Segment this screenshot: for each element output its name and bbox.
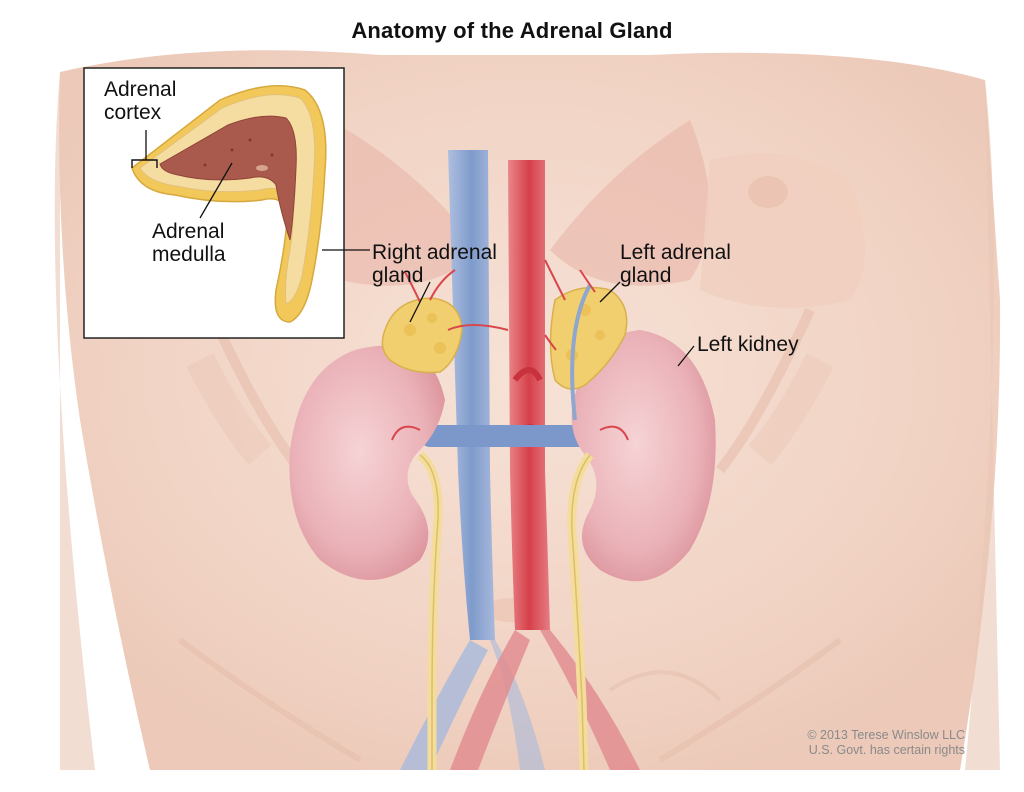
left-kidney bbox=[571, 330, 716, 582]
credit-line-2: U.S. Govt. has certain rights bbox=[808, 743, 965, 757]
right-kidney bbox=[289, 345, 445, 580]
aorta bbox=[450, 160, 640, 770]
inset-cross-section bbox=[83, 67, 345, 339]
renal-vein bbox=[420, 425, 590, 447]
left-adrenal-gland bbox=[549, 284, 628, 421]
page-title: Anatomy of the Adrenal Gland bbox=[351, 18, 673, 43]
small-vessels bbox=[391, 259, 629, 441]
leader-lines bbox=[322, 249, 695, 367]
credit-line-1: © 2013 Terese Winslow LLC bbox=[807, 728, 965, 742]
ureters bbox=[417, 451, 594, 771]
label-right-adrenal-gland: Right adrenal gland bbox=[372, 241, 497, 287]
right-adrenal-gland bbox=[381, 297, 463, 374]
label-adrenal-cortex: Adrenal cortex bbox=[104, 78, 177, 124]
label-left-adrenal-gland: Left adrenal gland bbox=[620, 241, 731, 287]
label-adrenal-medulla: Adrenal medulla bbox=[152, 220, 226, 266]
copyright-credit: © 2013 Terese Winslow LLC U.S. Govt. has… bbox=[760, 728, 965, 758]
label-left-kidney: Left kidney bbox=[697, 333, 799, 356]
